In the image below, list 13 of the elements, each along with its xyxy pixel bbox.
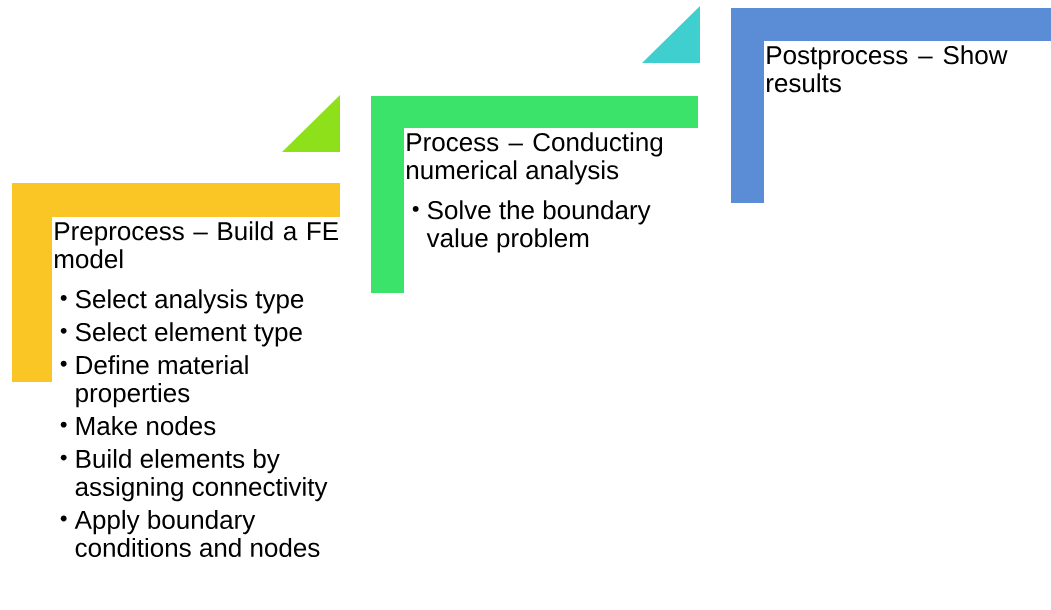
step-heading: Preprocess – Build a FE model	[55, 221, 338, 269]
bullet-item: Solve the boundary value problem	[426, 200, 651, 253]
step-band	[731, 8, 1051, 203]
bullet-item: Apply boundary conditions and nodes	[74, 509, 320, 557]
step-band	[371, 96, 698, 293]
step-band	[12, 183, 340, 557]
bullet-item: Define material properties	[76, 355, 248, 408]
step-heading: Postprocess – Show results	[767, 45, 1008, 93]
bullet-item: Build elements by assigning connectivity	[75, 449, 328, 502]
step-heading: Process – Conducting numerical analysis	[407, 132, 663, 185]
bullet-item: Select analysis type	[75, 289, 304, 314]
bullet-item: Make nodes	[76, 416, 216, 436]
bullet-item: Select element type	[75, 322, 302, 347]
